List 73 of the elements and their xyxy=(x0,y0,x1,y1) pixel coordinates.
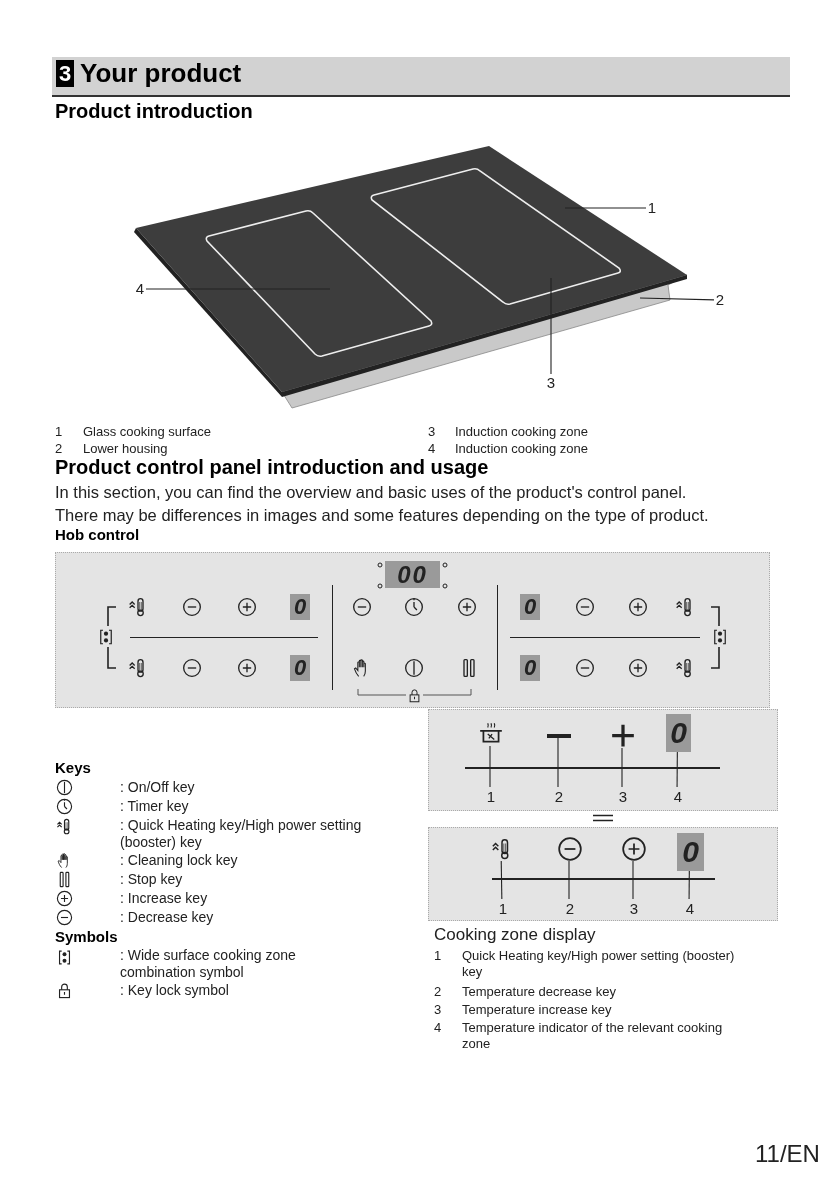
digit-display: 0 xyxy=(290,655,310,681)
list-text: Temperature indicator of the relevant cooking zone xyxy=(462,1020,724,1052)
subheading: Keys xyxy=(55,758,91,778)
digit-display: 0 xyxy=(677,833,704,871)
key-description: : On/Off key xyxy=(120,779,196,796)
leader-line xyxy=(145,288,331,290)
list-number: 1 xyxy=(434,948,442,964)
subheading: Hob control xyxy=(55,525,140,545)
digit-display: 00 xyxy=(385,561,440,588)
list-text: Lower housing xyxy=(83,441,169,457)
paragraph: There may be differences in images and some features depending on the type of product. xyxy=(55,505,709,526)
list-text: Temperature increase key xyxy=(462,1002,613,1018)
callout-number: 3 xyxy=(628,900,640,918)
list-number: 4 xyxy=(434,1020,442,1036)
control-panel xyxy=(55,552,770,708)
section-caption: Cooking zone display xyxy=(434,924,596,946)
callout-number: 4 xyxy=(134,280,146,298)
leader-line xyxy=(550,277,552,375)
list-number: 1 xyxy=(55,424,63,440)
list-number: 4 xyxy=(428,441,436,457)
leader-line xyxy=(639,297,715,301)
leader-line xyxy=(500,860,503,900)
list-text: Induction cooking zone xyxy=(455,424,589,440)
leader-line xyxy=(632,860,634,900)
paragraph: In this section, you can find the overview and basic uses of the product's control panel. xyxy=(55,482,687,503)
list-number: 2 xyxy=(55,441,63,457)
leader-line xyxy=(621,747,623,788)
callout-number: 2 xyxy=(714,291,726,309)
symbol-description: : Key lock symbol xyxy=(120,982,230,999)
key-description: : Increase key xyxy=(120,890,209,907)
digit-display: 0 xyxy=(520,594,540,620)
key-description: : Quick Heating key/High power setting (booster) key xyxy=(120,817,363,851)
control-panel xyxy=(428,827,778,921)
subheading: Symbols xyxy=(55,927,118,947)
leader-line xyxy=(557,736,559,788)
callout-number: 3 xyxy=(617,788,629,806)
key-description: : Stop key xyxy=(120,871,184,888)
control-panel xyxy=(428,709,778,811)
key-description: : Decrease key xyxy=(120,909,215,926)
leader-line xyxy=(564,207,647,209)
section-number: 3 xyxy=(56,60,74,87)
leader-line xyxy=(676,750,678,788)
list-number: 3 xyxy=(434,1002,442,1018)
list-number: 3 xyxy=(428,424,436,440)
list-text: Glass cooking surface xyxy=(83,424,212,440)
callout-number: 1 xyxy=(485,788,497,806)
symbol-description: : Wide surface cooking zone combination symbol xyxy=(120,947,297,981)
leader-line xyxy=(489,745,491,788)
page-number: 11/EN xyxy=(755,1140,820,1168)
page-title: Your product xyxy=(80,58,242,88)
list-text: Quick Heating key/High power setting (booster) key xyxy=(462,948,736,980)
list-text: Temperature decrease key xyxy=(462,984,617,1000)
callout-number: 3 xyxy=(545,374,557,392)
callout-number: 1 xyxy=(646,199,658,217)
list-text: Induction cooking zone xyxy=(455,441,589,457)
plus-circle-icon xyxy=(621,836,647,862)
digit-display: 0 xyxy=(290,594,310,620)
callout-number: 4 xyxy=(684,900,696,918)
key-description: : Timer key xyxy=(120,798,190,815)
digit-display: 0 xyxy=(520,655,540,681)
callout-number: 2 xyxy=(553,788,565,806)
section-heading: Product control panel introduction and usage xyxy=(55,456,489,479)
callout-number: 1 xyxy=(497,900,509,918)
section-heading: Product introduction xyxy=(55,99,253,123)
minus-icon xyxy=(547,734,571,738)
list-number: 2 xyxy=(434,984,442,1000)
callout-number: 2 xyxy=(564,900,576,918)
leader-line xyxy=(688,869,690,900)
callout-number: 4 xyxy=(672,788,684,806)
leader-line xyxy=(568,860,570,900)
digit-display: 0 xyxy=(666,714,691,752)
key-description: : Cleaning lock key xyxy=(120,852,239,869)
minus-circle-icon xyxy=(557,836,583,862)
